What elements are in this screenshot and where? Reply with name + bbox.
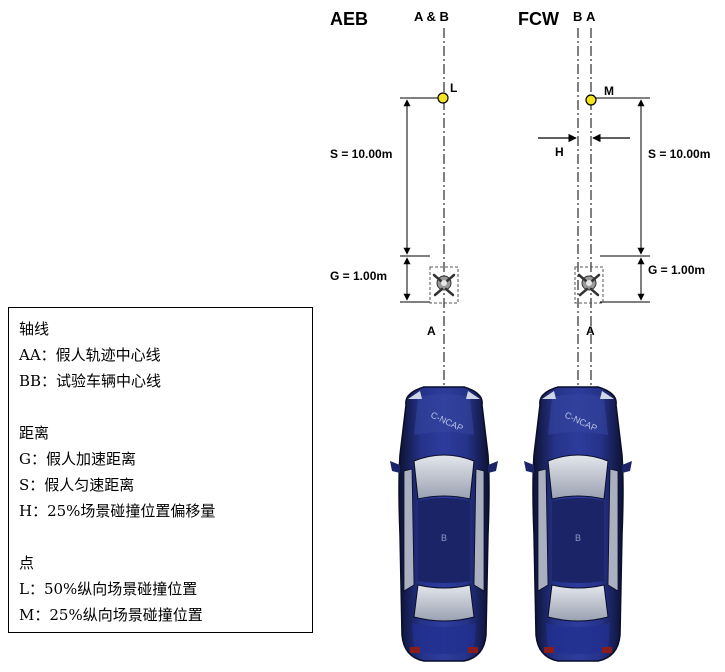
aeb-collision-point: [437, 92, 449, 104]
legend-m: M：25%纵向场景碰撞位置: [19, 606, 203, 624]
fcw-g-label: G = 1.00m: [648, 263, 705, 277]
fcw-axis-bottom-label: A: [586, 324, 595, 338]
aeb-axis-top-label: A & B: [414, 9, 449, 24]
aeb-dummy-icon: [428, 265, 460, 305]
fcw-axis-top-label-a: A: [586, 9, 596, 24]
aeb-s-label: S = 10.00m: [330, 147, 392, 161]
fcw-collision-point: [585, 94, 597, 106]
aeb-test-vehicle: C-NCAP B: [389, 386, 499, 662]
legend-heading-distance: 距离: [19, 424, 50, 442]
legend-s: S：假人匀速距离: [19, 476, 135, 494]
fcw-axis-top-label-b: B: [573, 9, 582, 24]
fcw-test-vehicle: C-NCAP B: [523, 386, 633, 662]
legend-heading-axes: 轴线: [19, 320, 50, 338]
legend-h: H：25%场景碰撞位置偏移量: [19, 502, 216, 520]
aeb-point-label: L: [450, 81, 457, 95]
legend-g: G：假人加速距离: [19, 450, 136, 468]
fcw-point-label: M: [604, 84, 614, 98]
aeb-g-label: G = 1.00m: [330, 269, 387, 283]
legend-bb: BB：试验车辆中心线: [19, 372, 162, 390]
fcw-s-label: S = 10.00m: [648, 147, 710, 161]
legend-spacer: [19, 524, 302, 550]
fcw-car-mark: B: [575, 533, 581, 543]
fcw-h-label: H: [555, 145, 564, 159]
aeb-title: AEB: [330, 9, 368, 29]
legend-box: 轴线 AA：假人轨迹中心线 BB：试验车辆中心线 距离 G：假人加速距离 S：假…: [8, 307, 313, 633]
legend-l: L：50%纵向场景碰撞位置: [19, 580, 198, 598]
legend-heading-points: 点: [19, 554, 35, 572]
legend-aa: AA：假人轨迹中心线: [19, 346, 161, 364]
fcw-dummy-icon: [573, 265, 605, 305]
aeb-car-mark: B: [441, 533, 447, 543]
legend-spacer: [19, 394, 302, 420]
fcw-title: FCW: [518, 9, 559, 29]
aeb-axis-bottom-label: A: [427, 324, 436, 338]
